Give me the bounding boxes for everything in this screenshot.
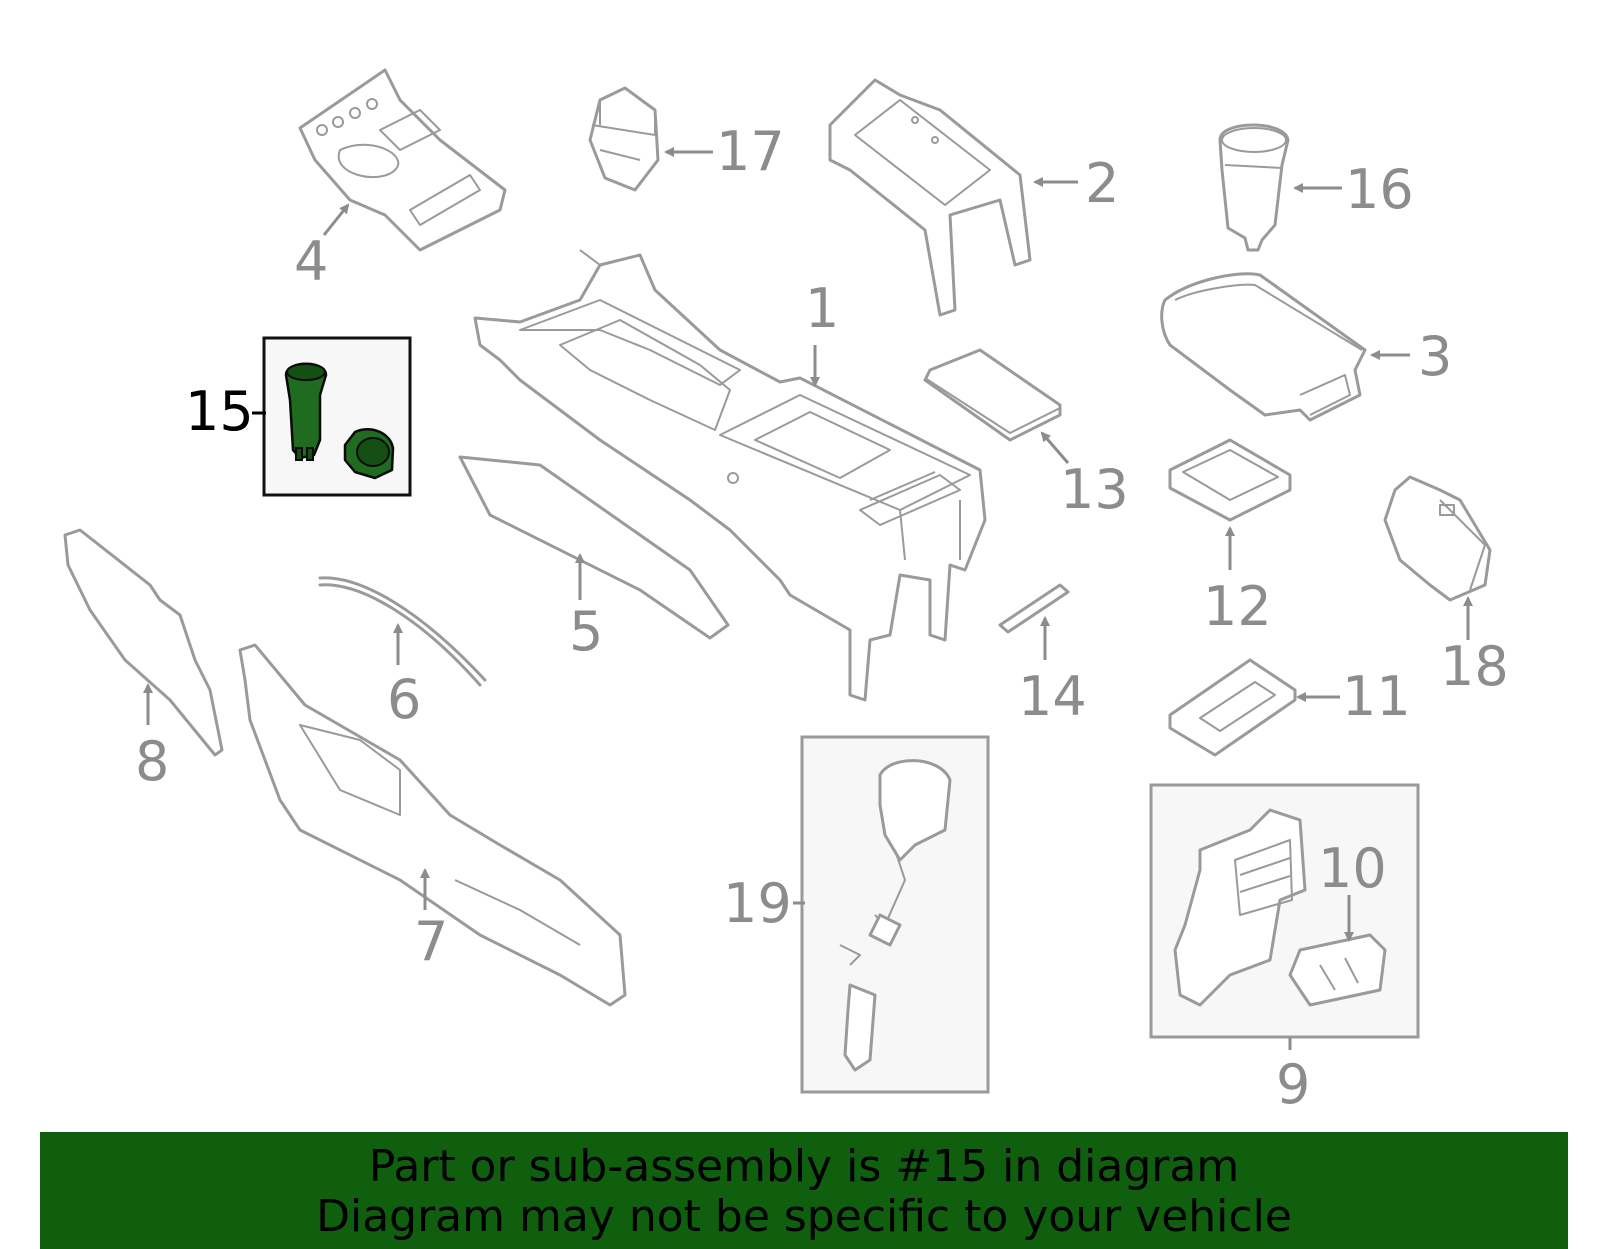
part-7-side-panel[interactable] (238, 643, 627, 1007)
part-11-bin[interactable] (1168, 658, 1297, 757)
part-5-side-trim[interactable] (458, 455, 730, 640)
banner-line-2: Diagram may not be specific to your vehi… (316, 1191, 1292, 1242)
part-4-shifter-trim[interactable] (298, 68, 507, 252)
part-3-armrest[interactable] (1160, 272, 1367, 422)
part-14-strip[interactable] (998, 583, 1070, 634)
callout-5: 5 (569, 600, 603, 663)
callout-7: 7 (414, 910, 448, 973)
info-banner: Part or sub-assembly is #15 in diagram D… (40, 1132, 1568, 1249)
part-15-highlighted-group[interactable] (262, 336, 412, 497)
callout-13: 13 (1060, 458, 1129, 521)
part-6-molding[interactable] (318, 576, 487, 687)
callout-14: 14 (1018, 665, 1087, 728)
callout-8: 8 (135, 730, 169, 793)
callout-17: 17 (716, 120, 785, 183)
part-19-shift-knob-group[interactable] (800, 735, 990, 1094)
callout-16: 16 (1345, 158, 1414, 221)
callout-1: 1 (805, 277, 839, 340)
part-16-socket[interactable] (1218, 123, 1290, 252)
part-12-tray[interactable] (1168, 438, 1292, 522)
callout-12: 12 (1203, 575, 1272, 638)
part-9-group[interactable] (1149, 783, 1420, 1039)
part-18-switch[interactable] (1383, 475, 1492, 602)
part-17-switch[interactable] (588, 86, 660, 192)
callout-9: 9 (1276, 1053, 1310, 1116)
callout-11: 11 (1342, 665, 1411, 728)
callout-19: 19 (723, 872, 792, 935)
part-8-side-panel[interactable] (63, 528, 224, 757)
callout-4: 4 (294, 230, 328, 293)
parts-diagram: 1 2 3 4 5 6 7 8 9 10 11 12 13 14 15 16 1… (63, 68, 1509, 1116)
part-13-lid[interactable] (923, 348, 1062, 442)
callout-10: 10 (1318, 837, 1387, 900)
banner-line-1: Part or sub-assembly is #15 in diagram (368, 1141, 1240, 1192)
callout-2: 2 (1085, 152, 1119, 215)
callout-15: 15 (185, 380, 254, 443)
callout-6: 6 (387, 668, 421, 731)
callout-18: 18 (1440, 635, 1509, 698)
part-1-console-body[interactable] (473, 249, 987, 702)
callout-3: 3 (1418, 325, 1452, 388)
part-2-bracket[interactable] (828, 78, 1032, 317)
